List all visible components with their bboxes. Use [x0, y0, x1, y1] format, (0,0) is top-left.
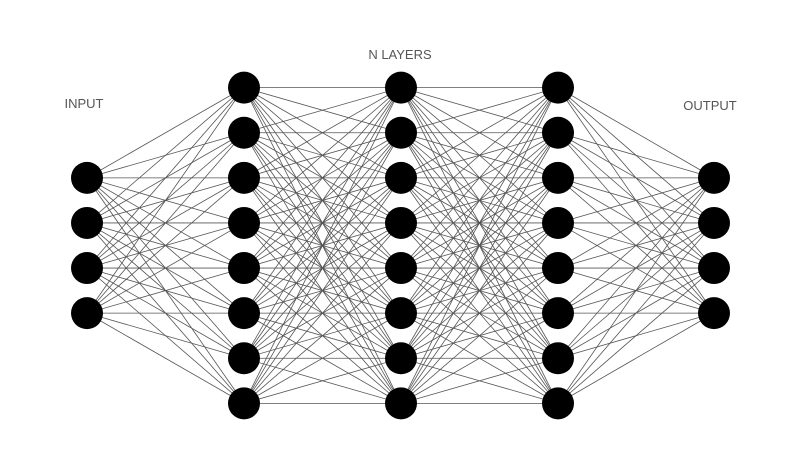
hidden-1-neuron — [228, 342, 260, 375]
hidden-2-neuron — [385, 71, 417, 104]
connection-edge — [243, 312, 402, 404]
connections — [86, 87, 715, 404]
connection-edge — [557, 312, 715, 404]
hidden-2-neuron — [385, 206, 417, 239]
connection-edge — [86, 87, 245, 314]
connection-edge — [243, 357, 402, 404]
connection-edge — [243, 87, 402, 179]
hidden-1-neuron — [228, 206, 260, 239]
connection-edge — [400, 87, 559, 314]
hidden-3-neuron — [542, 387, 574, 420]
connection-edge — [243, 222, 402, 404]
hidden-3-neuron — [542, 206, 574, 239]
hidden-1-neuron — [228, 71, 260, 104]
output-label: OUTPUT — [683, 98, 737, 113]
n-layers-label: N LAYERS — [368, 47, 432, 62]
connection-edge — [400, 87, 559, 359]
output-neuron — [698, 206, 730, 239]
connection-edge — [243, 177, 402, 404]
hidden-3-neuron — [542, 342, 574, 375]
input-neuron — [71, 297, 103, 330]
connection-edge — [557, 267, 715, 404]
connection-edge — [557, 132, 715, 179]
connection-edge — [400, 357, 559, 404]
connection-edge — [243, 267, 402, 404]
hidden-2-neuron — [385, 161, 417, 194]
hidden-3-neuron — [542, 116, 574, 149]
hidden-3-neuron — [542, 297, 574, 330]
connection-edge — [86, 87, 245, 269]
connection-edge — [557, 222, 715, 404]
hidden-1-neuron — [228, 116, 260, 149]
connection-edge — [243, 87, 402, 134]
connection-edge — [400, 87, 559, 404]
hidden-2-neuron — [385, 252, 417, 285]
hidden-1-neuron — [228, 297, 260, 330]
connection-edge — [400, 312, 559, 404]
connection-edge — [243, 87, 402, 314]
output-neuron — [698, 252, 730, 285]
connection-edge — [86, 132, 245, 314]
output-neuron — [698, 297, 730, 330]
hidden-2-neuron — [385, 342, 417, 375]
output-neuron — [698, 161, 730, 194]
hidden-2-neuron — [385, 116, 417, 149]
input-neuron — [71, 161, 103, 194]
connection-edge — [86, 312, 245, 404]
connection-edge — [400, 267, 559, 404]
connection-edge — [243, 87, 402, 404]
connection-edge — [557, 87, 715, 179]
connection-edge — [557, 177, 715, 359]
connection-edge — [86, 87, 245, 179]
hidden-2-neuron — [385, 387, 417, 420]
connection-edge — [86, 267, 245, 314]
connection-edge — [557, 177, 715, 404]
connection-edge — [557, 177, 715, 269]
connection-edge — [400, 87, 559, 134]
hidden-3-neuron — [542, 71, 574, 104]
input-neuron — [71, 252, 103, 285]
connection-edge — [243, 87, 402, 359]
connection-edge — [86, 312, 245, 359]
connection-edge — [400, 87, 559, 269]
hidden-2-neuron — [385, 297, 417, 330]
connection-edge — [243, 87, 402, 269]
connection-edge — [400, 87, 559, 179]
hidden-3-neuron — [542, 252, 574, 285]
hidden-1-neuron — [228, 252, 260, 285]
connection-edge — [400, 177, 559, 404]
connection-edge — [557, 177, 715, 224]
connection-edge — [86, 87, 245, 224]
neurons — [71, 71, 730, 420]
connection-edge — [557, 177, 715, 314]
input-neuron — [71, 206, 103, 239]
connection-edge — [243, 87, 402, 224]
connection-edge — [86, 222, 245, 314]
hidden-3-neuron — [542, 161, 574, 194]
hidden-1-neuron — [228, 387, 260, 420]
input-label: INPUT — [64, 96, 104, 111]
connection-edge — [400, 222, 559, 404]
connection-edge — [400, 132, 559, 404]
connection-edge — [400, 87, 559, 224]
hidden-1-neuron — [228, 161, 260, 194]
connection-edge — [243, 132, 402, 404]
connection-edge — [86, 177, 245, 314]
